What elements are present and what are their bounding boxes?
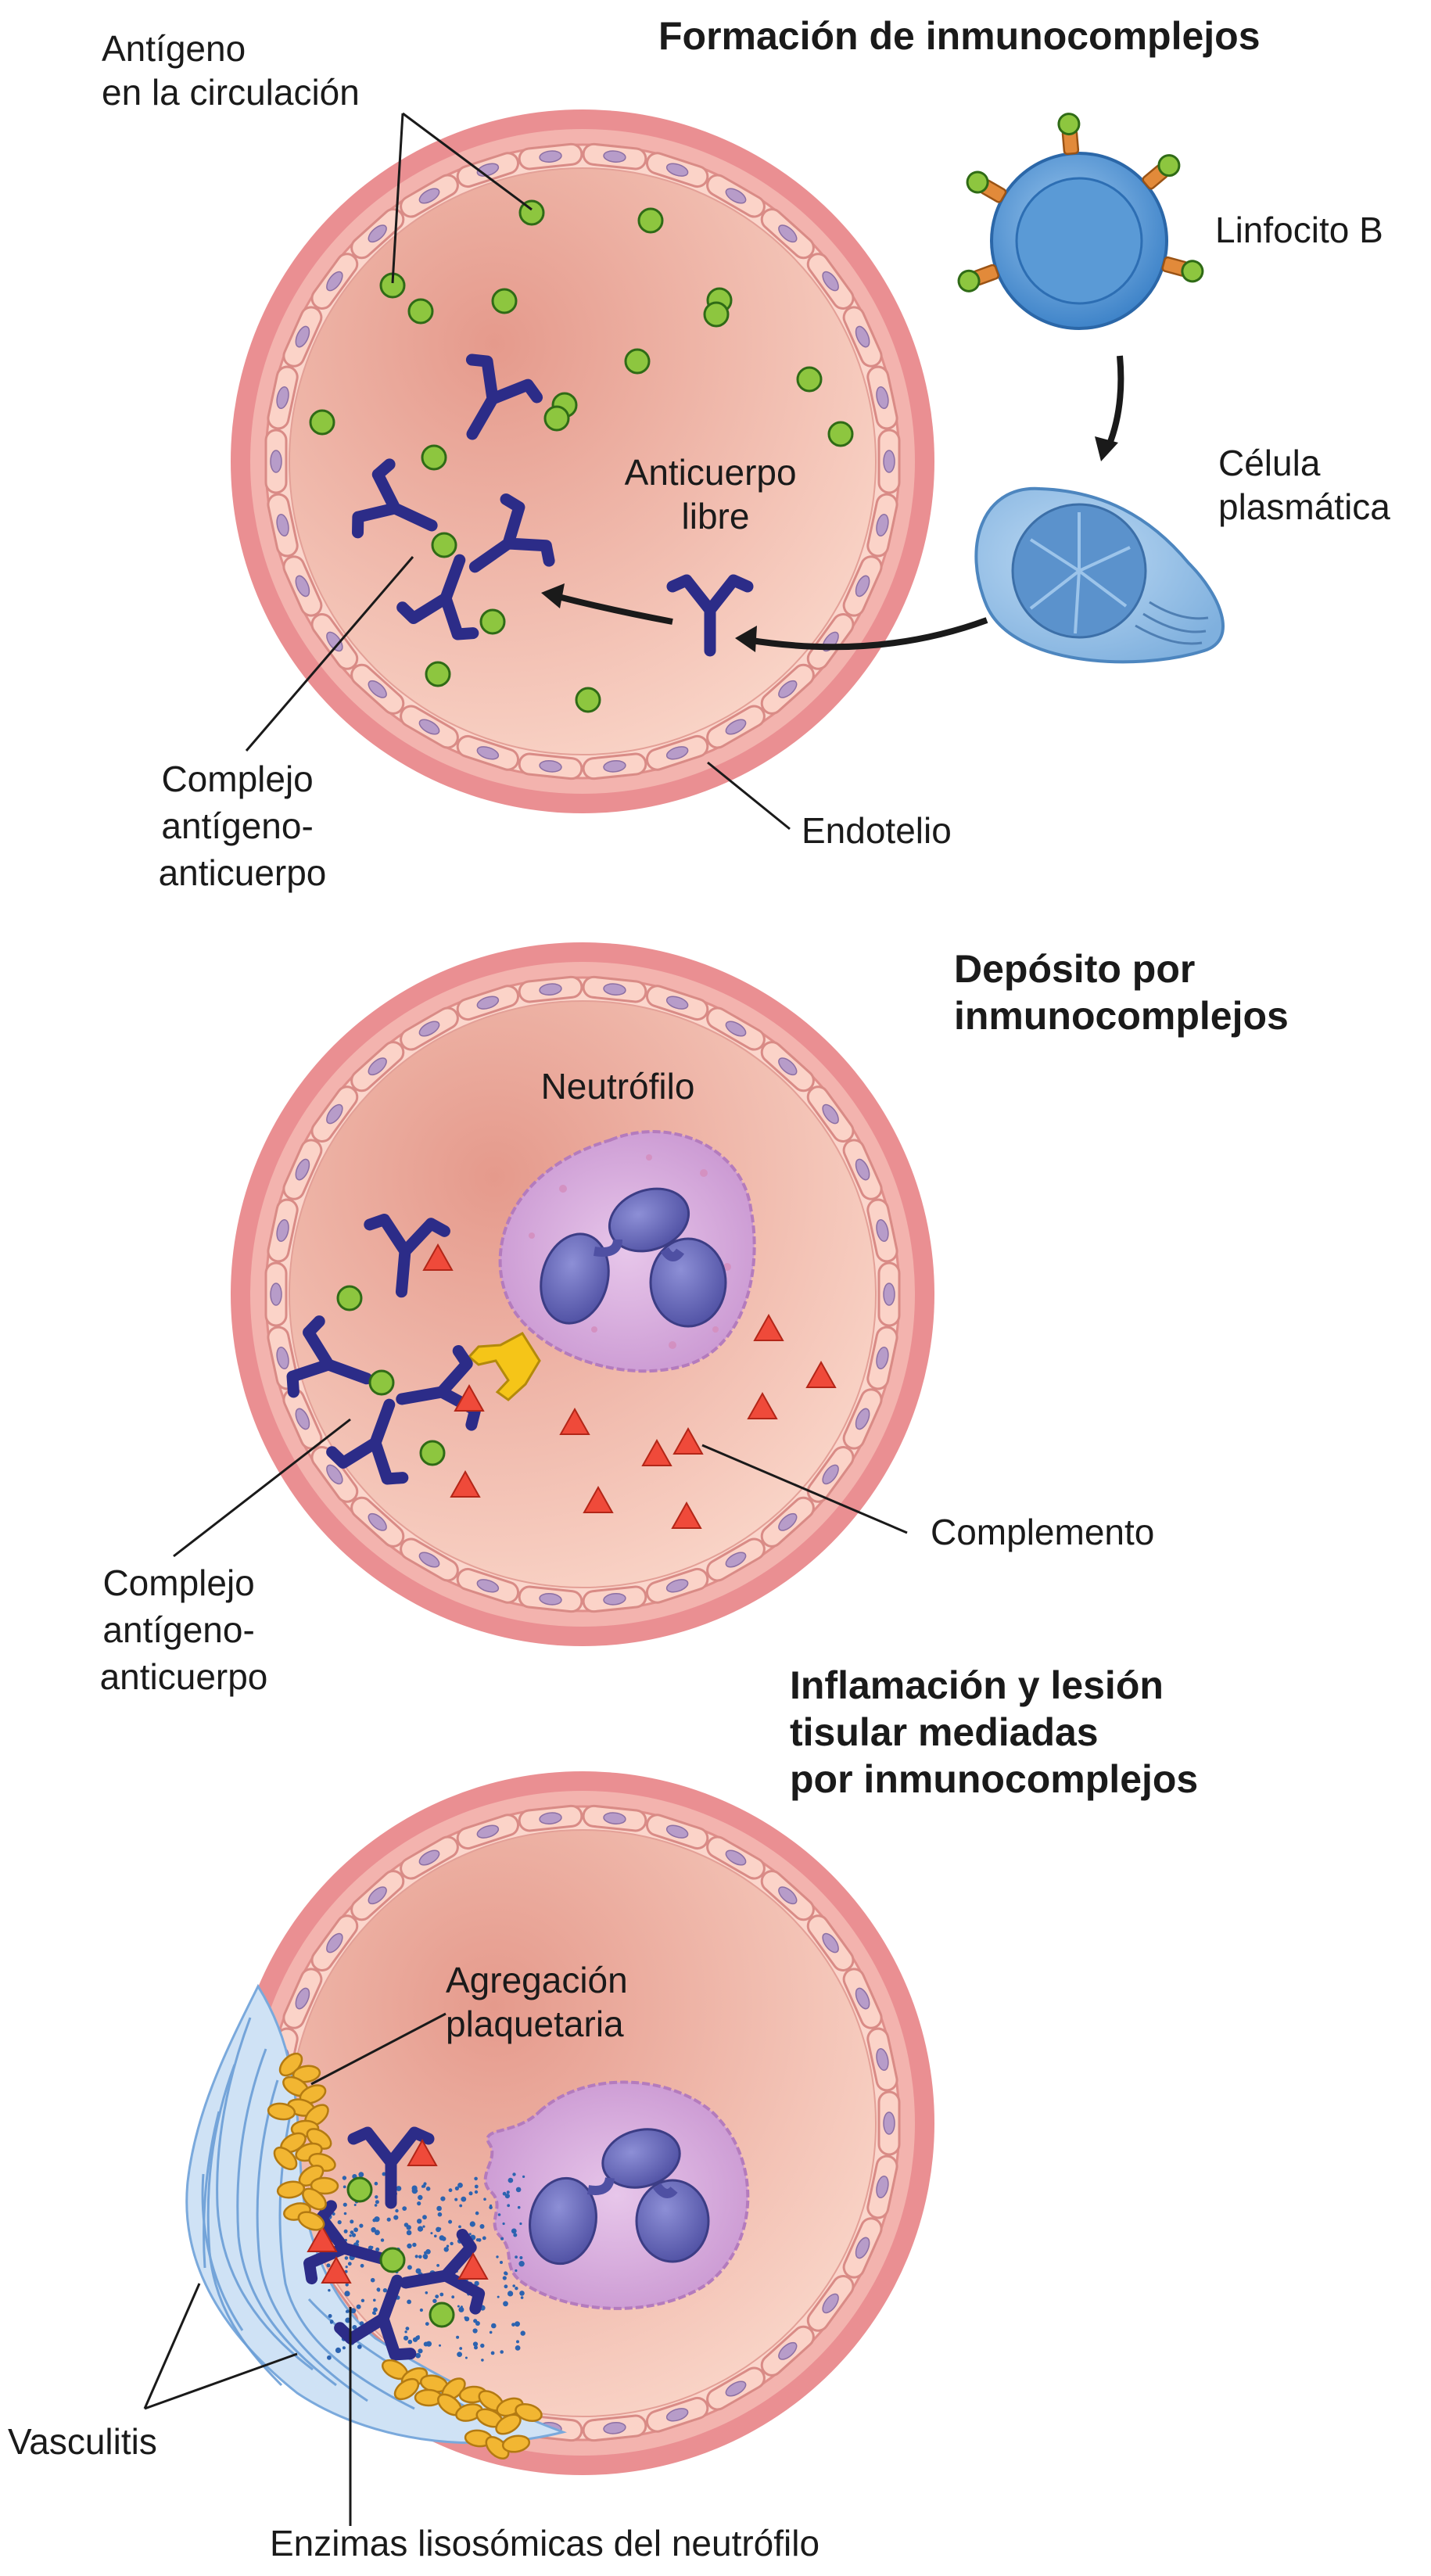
endothelium-label: Endotelio bbox=[802, 810, 952, 851]
complex-label: Complejo antígeno- anticuerpo bbox=[100, 1562, 268, 1697]
fc-receptor bbox=[467, 1332, 541, 1401]
b-cell-receptors bbox=[957, 113, 1204, 292]
endothelial-cells bbox=[264, 975, 901, 1613]
free-antibody-label: Anticuerpo libre bbox=[625, 452, 807, 536]
endothelial-cells bbox=[264, 142, 901, 780]
neutrophil bbox=[498, 1130, 756, 1373]
panel-title: Inflamación y lesión tisular mediadas po… bbox=[790, 1663, 1198, 1801]
panel-inflammation: Inflamación y lesión tisular mediadas po… bbox=[8, 1663, 1198, 2563]
panel-title: Depósito por inmunocomplejos bbox=[954, 947, 1289, 1038]
b-lymphocyte bbox=[957, 113, 1204, 330]
panel-deposition: Depósito por inmunocomplejos bbox=[100, 942, 1289, 1697]
enzymes-label: Enzimas lisosómicas del neutrófilo bbox=[270, 2523, 820, 2563]
panel-title: Formación de inmunocomplejos bbox=[658, 14, 1261, 58]
plasma-cell bbox=[974, 486, 1225, 664]
neutrophil bbox=[483, 2080, 750, 2310]
antigen-label: Antígeno en la circulación bbox=[102, 28, 360, 113]
neutrophil-label: Neutrófilo bbox=[541, 1066, 695, 1107]
arrows bbox=[541, 355, 1124, 652]
vasculitis-label: Vasculitis bbox=[8, 2421, 157, 2462]
complement-label: Complemento bbox=[931, 1512, 1154, 1552]
plasma-cell-label: Célula plasmática bbox=[1218, 443, 1390, 527]
panel-formation: Formación de inmunocomplejos bbox=[102, 14, 1390, 893]
b-cell-label: Linfocito B bbox=[1215, 210, 1383, 250]
complex-label: Complejo antígeno- anticuerpo bbox=[159, 759, 327, 893]
blood-vessel bbox=[231, 109, 934, 813]
platelet-label: Agregación plaquetaria bbox=[446, 1960, 638, 2044]
